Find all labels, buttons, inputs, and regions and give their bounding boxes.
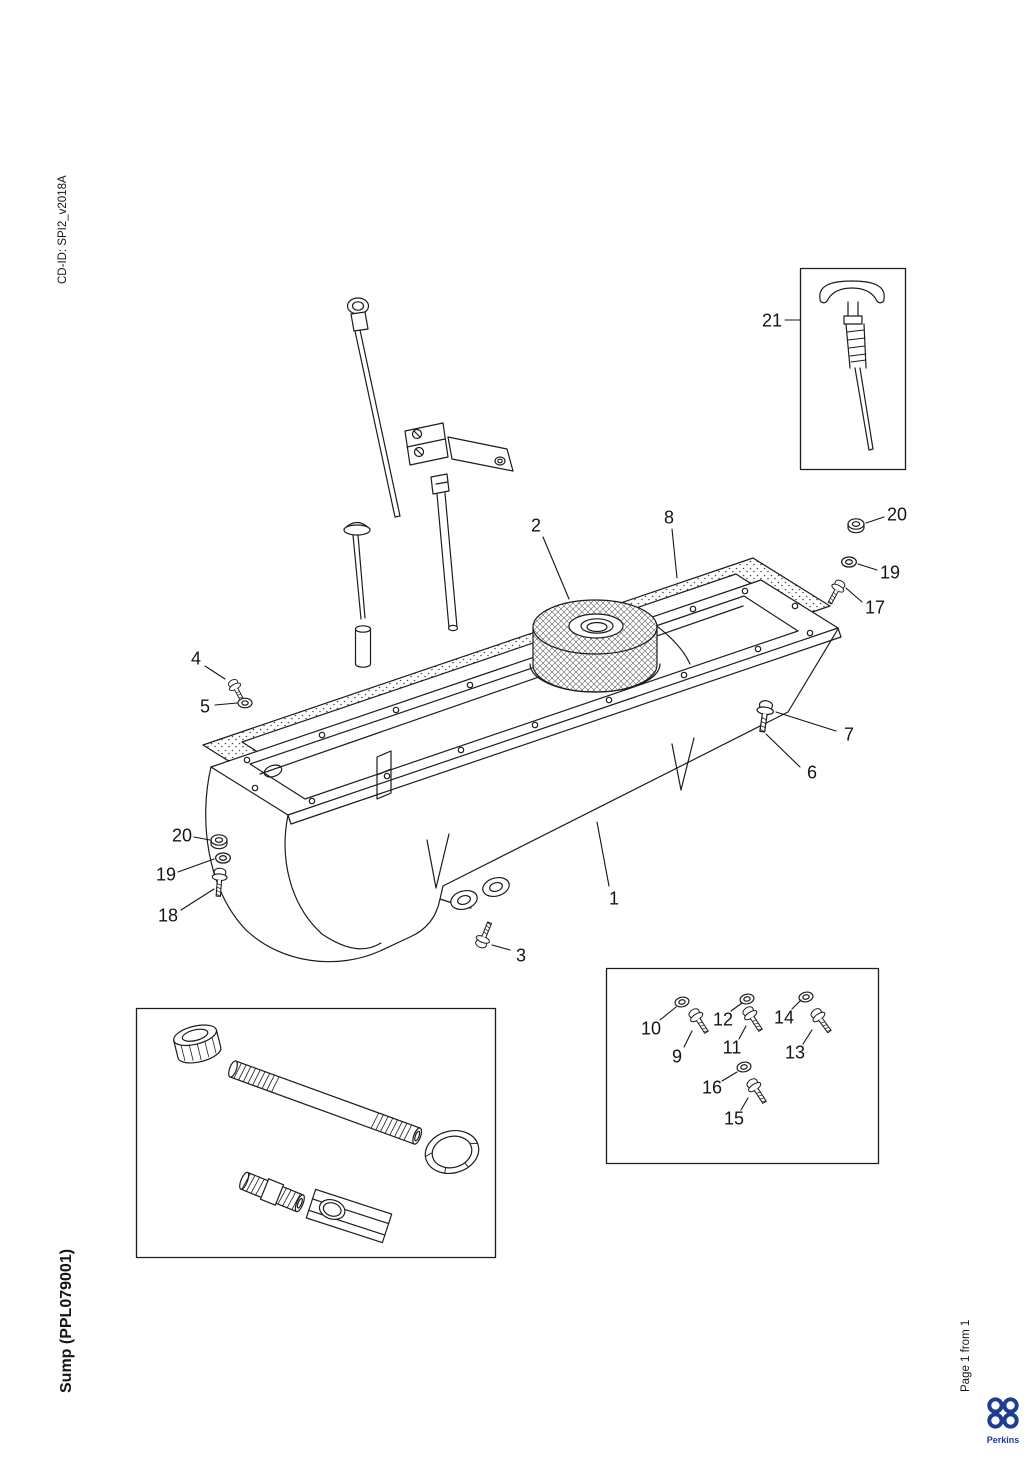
leader-line-12 bbox=[730, 1002, 743, 1012]
callout-6: 6 bbox=[807, 763, 817, 783]
callout-18: 18 bbox=[158, 906, 178, 926]
callout-2: 2 bbox=[531, 516, 541, 536]
filler-plug bbox=[343, 521, 372, 668]
drain-boss bbox=[450, 889, 478, 911]
callout-13: 13 bbox=[785, 1043, 805, 1063]
leader-line-19 bbox=[177, 858, 215, 873]
callout-7: 7 bbox=[844, 725, 854, 745]
hex-adapter bbox=[305, 1188, 393, 1244]
washer-16 bbox=[735, 1060, 753, 1074]
callout-21: 21 bbox=[762, 311, 782, 331]
fasteners-box bbox=[605, 967, 880, 1165]
leader-line-1 bbox=[596, 821, 610, 887]
callout-3: 3 bbox=[516, 946, 526, 966]
bolt-13 bbox=[807, 1005, 836, 1037]
leader-line-10 bbox=[659, 1006, 677, 1021]
leader-line-15 bbox=[740, 1097, 749, 1111]
callout-19: 19 bbox=[880, 563, 900, 583]
callout-9: 9 bbox=[672, 1047, 682, 1067]
drain-boss-2 bbox=[482, 876, 510, 898]
callout-14: 14 bbox=[774, 1008, 794, 1028]
leader-line-8 bbox=[671, 528, 678, 579]
leader-line-16 bbox=[721, 1071, 738, 1082]
bolt-9 bbox=[685, 1005, 713, 1037]
dipstick-21-box bbox=[799, 267, 907, 471]
leader-line-19 bbox=[857, 563, 878, 571]
perkins-logo: Perkins bbox=[980, 1396, 1026, 1445]
leader-line-11 bbox=[738, 1025, 747, 1040]
leader-line-5 bbox=[214, 702, 238, 706]
cap-nut bbox=[173, 1024, 222, 1064]
callout-4: 4 bbox=[191, 649, 201, 669]
bolt-15 bbox=[743, 1075, 771, 1107]
callout-10: 10 bbox=[641, 1019, 661, 1039]
callout-15: 15 bbox=[724, 1109, 744, 1129]
washer-14 bbox=[797, 990, 815, 1004]
leader-line-2 bbox=[542, 536, 570, 600]
leader-line-13 bbox=[802, 1029, 813, 1045]
callout-17: 17 bbox=[865, 598, 885, 618]
dipstick-rod bbox=[346, 297, 401, 518]
leader-line-17 bbox=[845, 587, 863, 603]
dipstick-tube bbox=[430, 473, 459, 632]
perkins-logo-icon bbox=[987, 1397, 1019, 1429]
leader-line-18 bbox=[180, 888, 215, 911]
leader-line-14 bbox=[791, 999, 802, 1010]
sump-body bbox=[205, 579, 842, 963]
nut-20-left bbox=[210, 834, 228, 850]
clamp-bracket bbox=[404, 422, 514, 472]
bolt-17 bbox=[823, 577, 848, 607]
callout-12: 12 bbox=[713, 1010, 733, 1030]
nut-20-right bbox=[847, 518, 865, 534]
callout-16: 16 bbox=[702, 1078, 722, 1098]
washer-5 bbox=[237, 697, 253, 709]
callout-11: 11 bbox=[723, 1038, 742, 1058]
leader-line-6 bbox=[765, 733, 801, 768]
leader-line-4 bbox=[204, 665, 226, 680]
callout-1: 1 bbox=[609, 889, 619, 909]
leader-line-7 bbox=[775, 711, 837, 732]
leader-line-9 bbox=[683, 1030, 693, 1048]
washer-10 bbox=[673, 995, 691, 1009]
plug-cap bbox=[424, 1130, 480, 1174]
union-fitting bbox=[239, 1171, 305, 1213]
leader-line-20 bbox=[865, 516, 885, 524]
washer-19-right bbox=[841, 556, 857, 568]
t-handle bbox=[819, 280, 885, 304]
fittings-box bbox=[135, 1007, 497, 1259]
callout-19: 19 bbox=[156, 865, 176, 885]
callout-5: 5 bbox=[200, 697, 210, 717]
callout-20: 20 bbox=[887, 505, 907, 525]
oil-pipe bbox=[228, 1060, 423, 1145]
callout-8: 8 bbox=[664, 508, 674, 528]
callout-20: 20 bbox=[172, 826, 192, 846]
leader-line-3 bbox=[491, 944, 511, 951]
washer-19-left bbox=[215, 852, 231, 864]
leader-line-20 bbox=[193, 836, 211, 841]
brand-name: Perkins bbox=[986, 1435, 1020, 1445]
oil-strainer bbox=[529, 599, 661, 693]
